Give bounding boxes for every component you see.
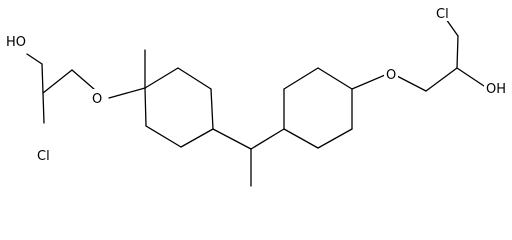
left-cyclohexane-ring — [108, 49, 214, 148]
right-cyclohexane-ring — [283, 67, 386, 149]
atom-labels: HO O Cl O Cl OH — [4, 4, 509, 164]
ethylidene-bridge — [212, 128, 285, 187]
structure-canvas: HO O Cl O Cl OH — [4, 4, 509, 187]
ether-oxygen-label-left: O — [92, 92, 102, 107]
ether-oxygen-label-right: O — [386, 68, 396, 83]
right-side-chain — [396, 18, 485, 92]
chlorine-label-left: Cl — [37, 149, 50, 164]
hydroxyl-label-right: OH — [486, 82, 506, 97]
chlorine-label-right: Cl — [436, 7, 449, 22]
molecule-drawing: HO O Cl O Cl OH — [4, 4, 509, 187]
left-side-chain — [26, 53, 103, 124]
hydroxyl-label-left: HO — [6, 35, 26, 50]
